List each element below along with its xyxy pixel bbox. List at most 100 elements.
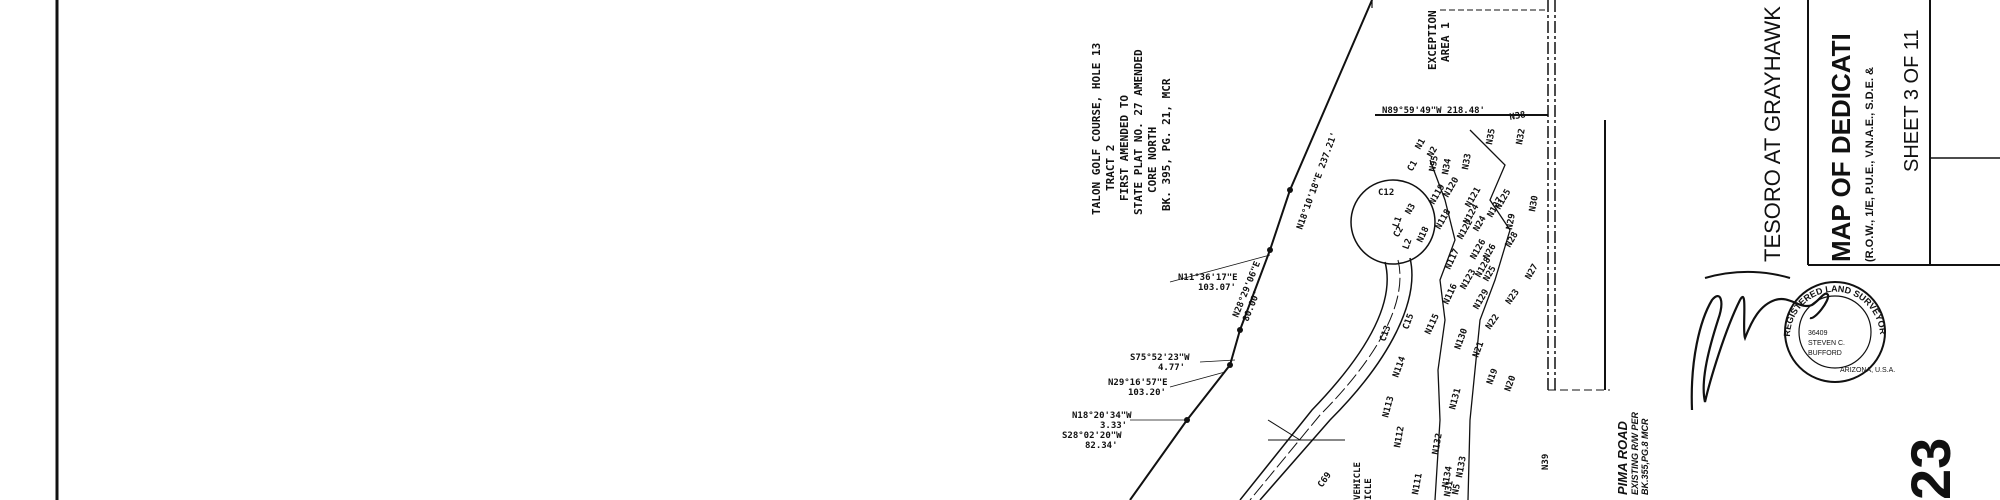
tract-note-line-5: CORE NORTH xyxy=(1146,127,1159,193)
line-label: N34 xyxy=(1441,157,1454,175)
line-label: N120 xyxy=(1442,176,1462,200)
line-label: N27 xyxy=(1524,262,1541,281)
curve-label: C13 xyxy=(1378,324,1393,343)
bearing-6b: 103.20' xyxy=(1128,388,1166,398)
bearing-5b: 4.77' xyxy=(1158,363,1185,373)
line-label: N5 xyxy=(1451,483,1463,495)
bearing-8b: 82.34' xyxy=(1085,441,1118,451)
tract-note-line-6: BK. 395, PG. 21, MCR xyxy=(1160,78,1173,211)
exception-area-label: EXCEPTION AREA 1 xyxy=(1426,10,1452,70)
line-label: N32 xyxy=(1515,128,1528,146)
road-edge-right xyxy=(1259,257,1413,500)
line-label: N33 xyxy=(1461,153,1474,171)
line-label: N21 xyxy=(1471,340,1486,359)
line-label: N131 xyxy=(1448,387,1463,411)
vehicle-label: VEHICLE ICLE xyxy=(1353,462,1374,500)
seal-outer-text: REGISTERED LAND SURVEYOR xyxy=(1782,284,1888,337)
surveyor-signature xyxy=(1690,292,1830,411)
line-label: N111 xyxy=(1411,472,1425,495)
bearing-5a: S75°52'23"W xyxy=(1130,353,1190,363)
line-label: N22 xyxy=(1484,313,1502,332)
line-label: N132 xyxy=(1431,432,1445,455)
sheet-number: 23 xyxy=(1899,438,1962,500)
line-label: N117 xyxy=(1444,247,1462,271)
vehicle-line-2: ICLE xyxy=(1364,478,1374,500)
leader-3 xyxy=(1169,254,1271,283)
road-note-1: EXISTING R/W PER xyxy=(1630,411,1640,495)
map-title: MAP OF DEDICATI xyxy=(1826,33,1856,262)
road-name: PIMA ROAD xyxy=(1615,420,1630,495)
boundary-point xyxy=(1287,187,1293,193)
bearing-north: N89°59'49"W 218.48' xyxy=(1382,106,1485,116)
line-label: N20 xyxy=(1503,374,1518,393)
tract-note: TALON GOLF COURSE, HOLE 13 TRACT 2 FIRST… xyxy=(1090,43,1173,215)
leader-6 xyxy=(1169,371,1226,388)
road-note-2: BK.355,PG.8 MCR xyxy=(1640,418,1650,495)
line-label: N31 xyxy=(1443,480,1456,498)
line-label: N134 xyxy=(1441,465,1455,489)
boundary-point xyxy=(1227,362,1233,368)
vehicle-line-1: VEHICLE xyxy=(1353,462,1363,500)
line-label: N35 xyxy=(1485,128,1498,146)
seal-state: ARIZONA, U.S.A. xyxy=(1840,367,1895,374)
bearing-3b: 103.07' xyxy=(1198,283,1236,293)
lot-line-west xyxy=(1429,159,1456,500)
exception-area-line-2: AREA 1 xyxy=(1439,22,1452,62)
line-label: N113 xyxy=(1381,395,1396,419)
curve-label: C2 xyxy=(1392,225,1406,239)
signature-flourish xyxy=(1704,270,1791,279)
line-label: N112 xyxy=(1393,425,1407,448)
bearing-east-line: N18°10'18"E 237.21' xyxy=(1295,131,1340,231)
line-label: N95 xyxy=(1428,155,1441,173)
line-label: N30 xyxy=(1528,195,1541,213)
boundary-point xyxy=(1237,327,1243,333)
seal-name-2: BUFFORD xyxy=(1808,350,1842,357)
line-label: N115 xyxy=(1424,312,1442,336)
curve-label: C69 xyxy=(1316,471,1334,490)
line-label: N19 xyxy=(1485,367,1500,386)
surveyor-seal: REGISTERED LAND SURVEYOR 36409 STEVEN C.… xyxy=(1782,281,1895,383)
line-labels: N1 N2 N3 N5 N18 N19 N20 N21 N22 N23 N24 … xyxy=(1316,110,1551,497)
line-label: N39 xyxy=(1541,454,1551,470)
bearing-3a: N11°36'17"E xyxy=(1178,273,1238,283)
line-label: N129 xyxy=(1472,288,1492,312)
seal-name-1: STEVEN C. xyxy=(1808,340,1845,347)
curve-label: C12 xyxy=(1378,188,1394,198)
seal-number: 36409 xyxy=(1808,330,1828,337)
bearing-7a: N18°20'34"W xyxy=(1072,411,1132,421)
boundary-point xyxy=(1267,247,1273,253)
tract-note-line-3: FIRST AMENDED TO xyxy=(1118,95,1131,201)
line-label: N1 xyxy=(1414,137,1428,151)
line-label: N2 xyxy=(1426,145,1440,159)
tract-boundary xyxy=(1129,0,1373,500)
line-label: L1 xyxy=(1391,215,1404,229)
road-centerline xyxy=(1249,259,1401,500)
line-label: N38 xyxy=(1509,110,1527,123)
lot-line-east xyxy=(1467,129,1511,500)
map-subtitle: (R.O.W., 1/E, P.U.E., V.N.A.E., S.D.E. & xyxy=(1864,67,1876,262)
line-label: N116 xyxy=(1442,282,1460,306)
project-title: TESORO AT GRAYHAWK C xyxy=(1760,0,1785,262)
bearing-7b: 3.33' xyxy=(1100,421,1127,431)
line-label: N23 xyxy=(1504,288,1522,307)
line-label: N3 xyxy=(1404,202,1418,216)
vehicle-leader-2 xyxy=(1267,419,1301,441)
line-label: N130 xyxy=(1453,327,1470,351)
curve-label: C1 xyxy=(1406,159,1420,173)
line-label: L2 xyxy=(1401,237,1414,251)
road-edge-left xyxy=(1239,261,1388,500)
tract-note-line-4: STATE PLAT NO. 27 AMENDED xyxy=(1132,49,1145,215)
line-label: N29 xyxy=(1505,213,1518,231)
pima-road-label: PIMA ROAD EXISTING R/W PER BK.355,PG.8 M… xyxy=(1615,411,1650,495)
sheet-count: SHEET 3 OF 11 xyxy=(1901,29,1923,172)
line-label: N18 xyxy=(1416,225,1432,244)
bearing-8a: S28°02'20"W xyxy=(1062,431,1122,441)
line-label: N114 xyxy=(1391,355,1408,379)
line-label: N28 xyxy=(1504,230,1521,249)
exception-area-line-1: EXCEPTION xyxy=(1426,10,1439,70)
tract-note-line-1: TALON GOLF COURSE, HOLE 13 xyxy=(1090,43,1103,215)
line-label: N133 xyxy=(1455,455,1469,478)
bearing-6a: N29°16'57"E xyxy=(1108,378,1168,388)
